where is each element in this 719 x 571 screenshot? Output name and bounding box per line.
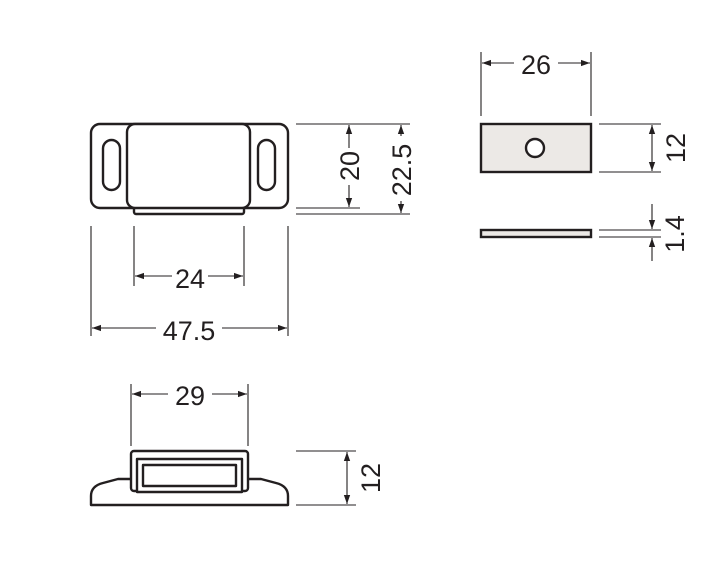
dimension-plate-width: 26: [480, 50, 592, 116]
dimension-label-body-width: 24: [175, 264, 205, 294]
dimension-label-plate-width: 26: [521, 50, 551, 80]
strike-plate-top-view: [479, 122, 593, 174]
dimension-plate-thickness: 1.4: [599, 204, 690, 261]
dimension-body-width: 24: [133, 226, 245, 294]
dimension-side-width: 29: [130, 381, 249, 446]
dimension-label-plate-thickness: 1.4: [660, 215, 690, 253]
catch-magnet-housing: [125, 122, 252, 210]
plate-screw-hole: [524, 137, 546, 159]
dimension-label-plate-height: 12: [661, 133, 691, 163]
dimension-label-side-height: 12: [356, 463, 386, 493]
dimension-body-height-outer: 22.5: [296, 125, 417, 215]
dimension-overall-width: 47.5: [90, 226, 289, 346]
front-view: [89, 122, 290, 216]
left-mounting-slot: [101, 138, 122, 192]
side-view: [89, 449, 290, 507]
dimension-body-height-inner: 20: [296, 123, 410, 209]
right-mounting-slot: [256, 138, 277, 192]
dimension-plate-height: 12: [599, 123, 691, 173]
dimension-label-overall-width: 47.5: [163, 316, 216, 346]
dimension-side-height: 12: [296, 450, 386, 506]
strike-plate-edge-view: [479, 228, 593, 239]
dimension-label-side-width: 29: [175, 381, 205, 411]
dimension-label-body-height-outer: 22.5: [387, 144, 417, 197]
side-magnet-inner: [141, 463, 238, 488]
dimension-label-body-height-inner: 20: [335, 151, 365, 181]
strike-plate-edge: [479, 228, 593, 239]
